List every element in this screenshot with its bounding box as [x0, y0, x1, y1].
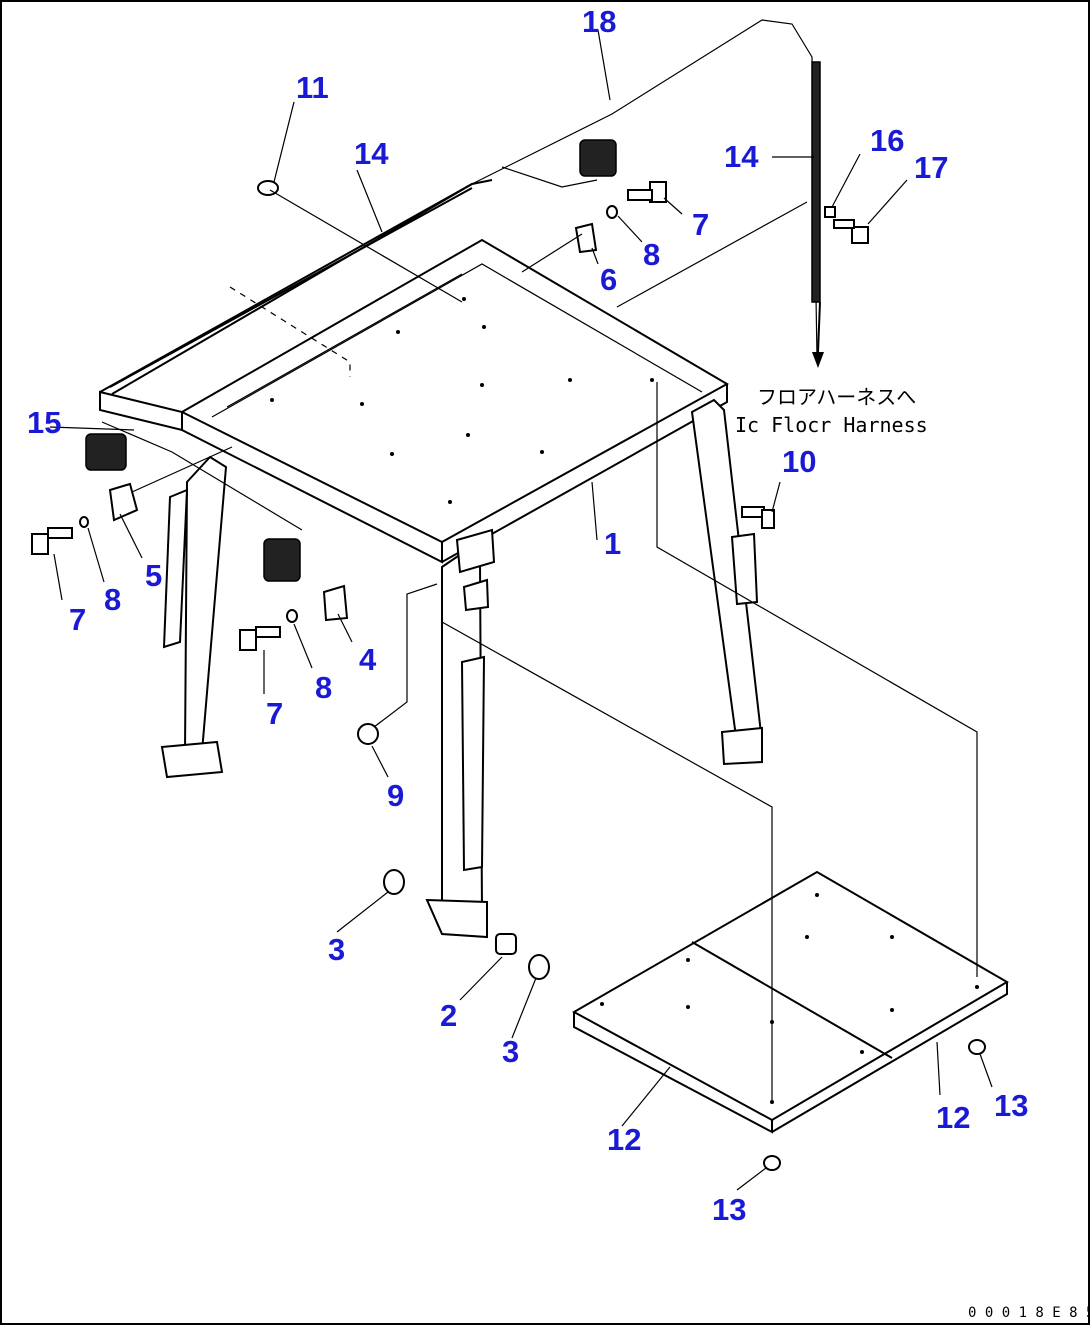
- callout-10: 10: [782, 444, 816, 479]
- callout-7c: 7: [692, 207, 709, 242]
- callout-16: 16: [870, 123, 904, 158]
- callout-3a: 3: [328, 932, 345, 967]
- callout-8a: 8: [104, 582, 121, 617]
- callout-labels: 1 2 3 3 4 5 6 7 7 7 8 8 8 9 10 11 12 12 …: [27, 4, 1028, 1227]
- callout-18: 18: [582, 4, 616, 39]
- callout-3b: 3: [502, 1034, 519, 1069]
- callout-5: 5: [145, 558, 162, 593]
- callout-2: 2: [440, 998, 457, 1033]
- work-lamps: [85, 139, 617, 622]
- callout-6: 6: [600, 262, 617, 297]
- callout-15: 15: [27, 405, 61, 440]
- callout-7a: 7: [69, 602, 86, 637]
- callout-1: 1: [604, 526, 621, 561]
- callout-13a: 13: [994, 1088, 1028, 1123]
- callout-4: 4: [359, 642, 377, 677]
- callout-11: 11: [296, 70, 329, 105]
- callout-7b: 7: [266, 696, 283, 731]
- canopy-frame: [99, 183, 730, 564]
- guide-lines: [131, 189, 978, 1100]
- floor-bolt-holes: [600, 893, 979, 1104]
- roof-bolt-holes: [270, 297, 654, 504]
- callout-13b: 13: [712, 1192, 746, 1227]
- callout-8c: 8: [643, 237, 660, 272]
- leader-lines: [49, 29, 993, 1191]
- callout-12a: 12: [607, 1122, 641, 1157]
- harness-note-english: Ic Flocr Harness: [735, 413, 928, 437]
- hardware: [31, 180, 986, 1171]
- callout-12b: 12: [936, 1100, 970, 1135]
- canopy-legs: [160, 398, 764, 939]
- callout-9: 9: [387, 778, 404, 813]
- wiring-harness: [101, 19, 824, 531]
- callout-14a: 14: [354, 136, 389, 171]
- callout-17: 17: [914, 150, 948, 185]
- callout-8b: 8: [315, 670, 332, 705]
- callout-14b: 14: [724, 139, 759, 174]
- harness-note-japanese: フロアハーネスへ: [757, 385, 916, 409]
- drawing-code: 0 0 0 1 8 E 8 5: [968, 1305, 1088, 1321]
- floor-plates: [571, 870, 1009, 1134]
